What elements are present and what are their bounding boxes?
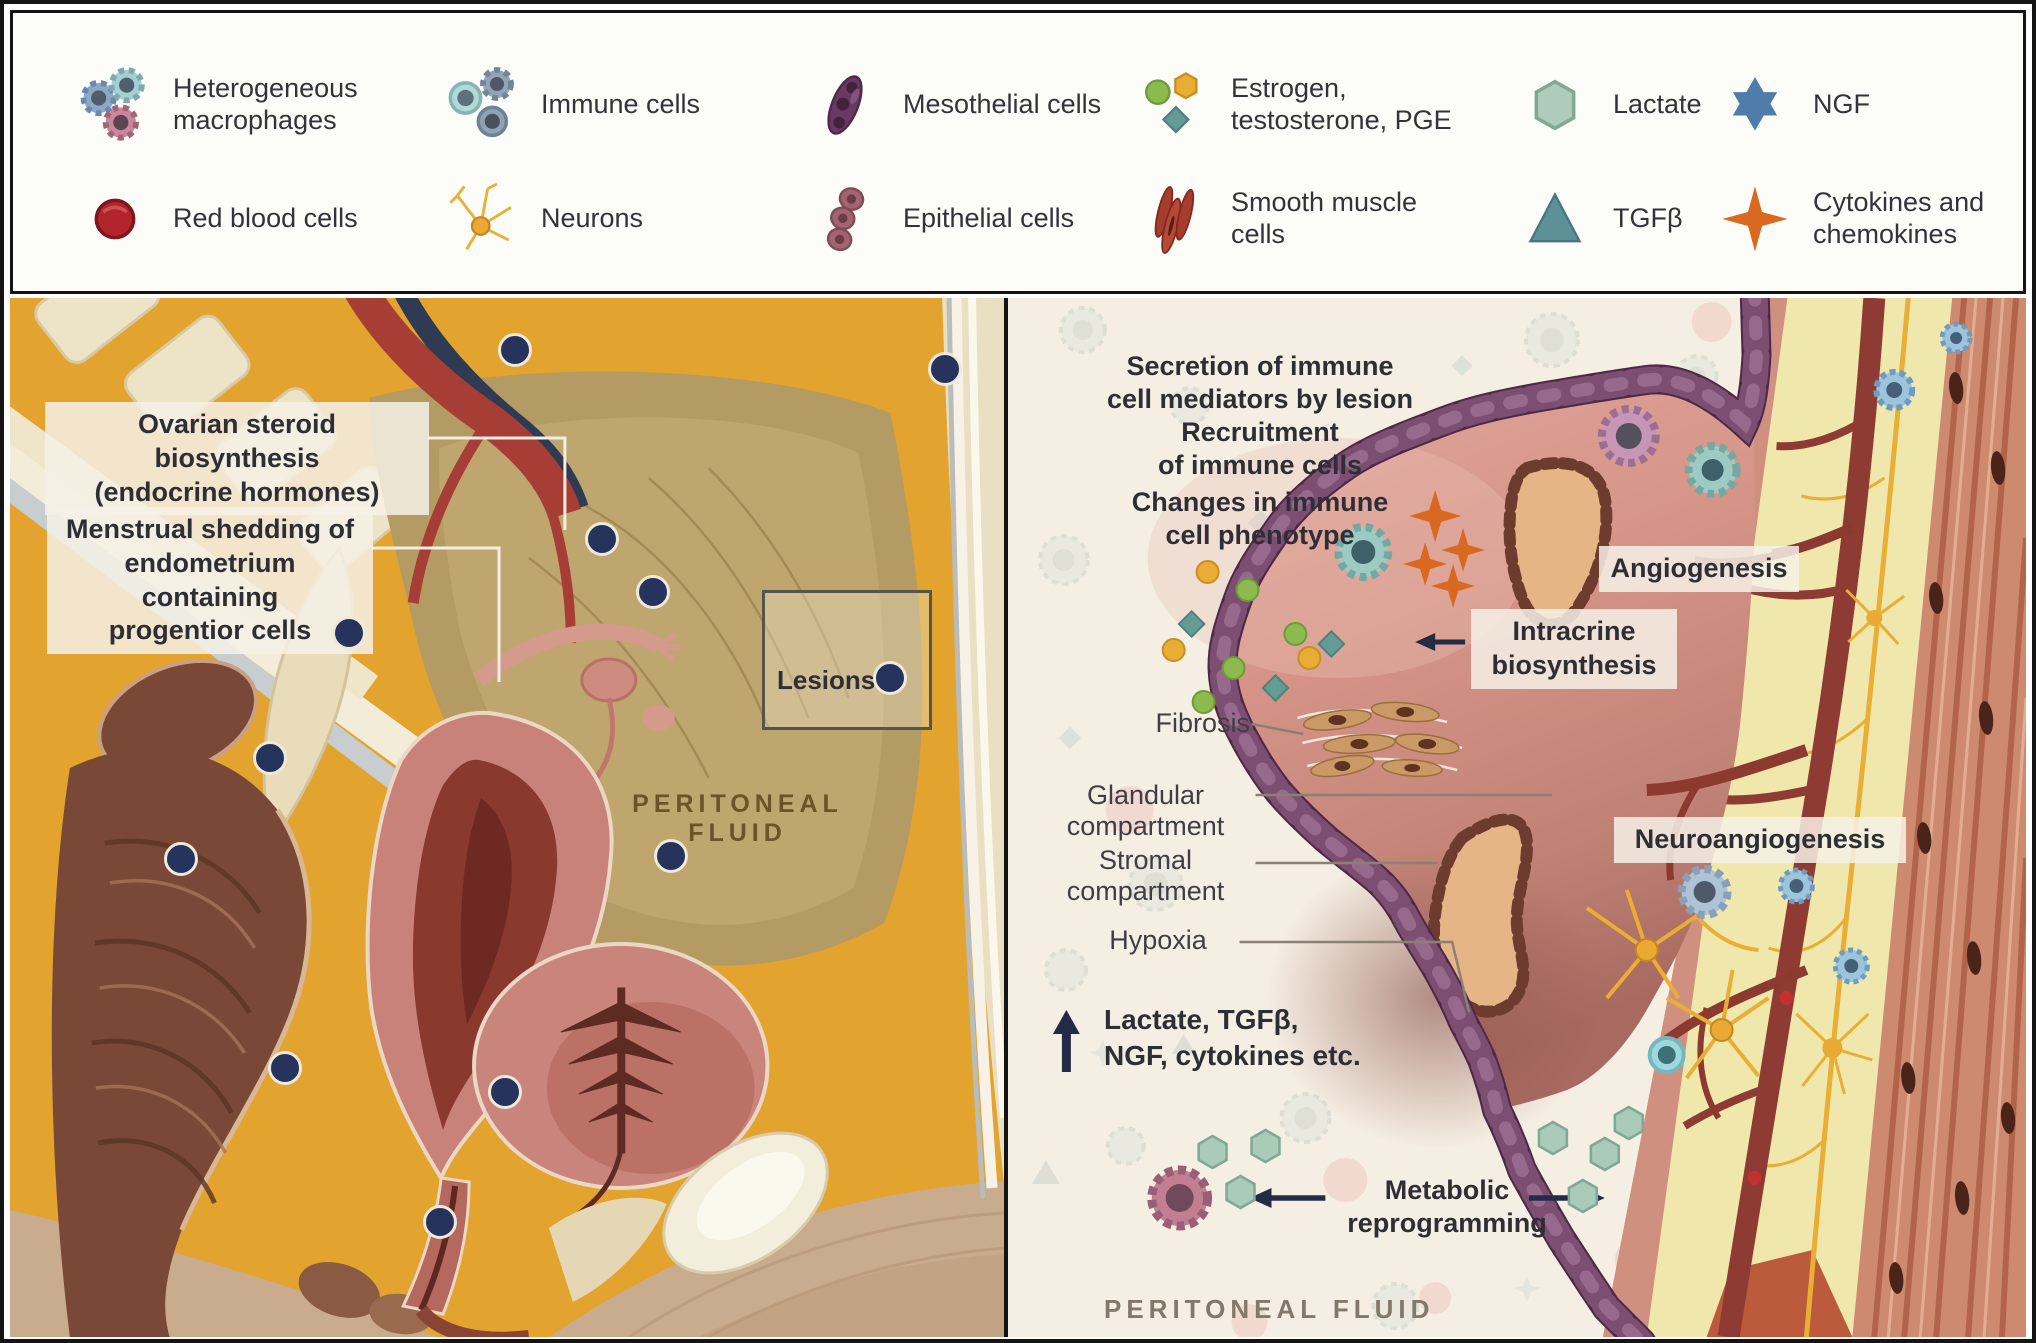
rectum-bowel [51,658,433,1337]
lesions-label: Lesions [777,665,876,695]
legend-label: Cytokines and chemokines [1813,187,1985,249]
tgf-beta-icon [1513,177,1597,261]
legend-item-cytokines-chemokines: Cytokines and chemokines [1713,163,2018,275]
lesions-callout-box: Lesions [762,590,932,730]
metabolic-cluster [1147,1105,1645,1231]
legend-label: Neurons [541,203,644,234]
peritoneal-fluid-label-right: PERITONEAL FLUID [1104,1294,1435,1324]
legend-label: Lactate [1613,89,1702,120]
neurons-icon [441,177,525,261]
legend-item-immune-cells: Immune cells [441,49,700,161]
red-blood-cells-icon [73,177,157,261]
peritoneal-fluid-label-left: PERITONEAL FLUID [632,790,843,847]
hypoxia-label: Hypoxia [1109,925,1207,955]
legend-item-neurons: Neurons [441,163,643,275]
legend-item-epithelial-cells: Epithelial cells [803,163,1074,275]
legend-item-mesothelial-cells: Mesothelial cells [803,49,1101,161]
bladder [472,942,770,1218]
legend-label: Immune cells [541,89,701,120]
cytokine-stars [1403,490,1486,608]
menstrual-shedding-label: Menstrual shedding of endometrium contai… [47,507,373,654]
wall-neurons [1795,588,1906,1095]
mesothelial-cells-icon [803,63,887,147]
legend-label: Heterogeneous macrophages [173,73,358,135]
ngf-icon [1713,63,1797,147]
legend-label: NGF [1813,89,1870,120]
changes-text: Changes in immune cell phenotype [1131,487,1389,550]
mesothelial-border [1207,298,1772,1337]
legend-label: Epithelial cells [903,203,1075,234]
legend-label: Estrogen, testosterone, PGE [1231,73,1452,135]
glandular-compartment-label: Glandular compartment [1066,780,1225,842]
uterus [365,710,614,1183]
legend-label: Mesothelial cells [903,89,1102,120]
intracrine-biosynthesis-label: Intracrine biosynthesis [1471,609,1677,689]
lesion-neurons [1585,889,1770,1080]
neuroangiogenesis-label: Neuroangiogenesis [1614,817,1906,863]
lactate-icon [1513,63,1597,147]
legend-label: Red blood cells [173,203,358,234]
fibrosis-cells [1297,701,1463,778]
smooth-muscle-cells-icon [1131,177,1215,261]
background-cells [1031,302,1732,1337]
ovarian-steroid-label: Ovarian steroid biosynthesis (endocrine … [45,402,429,516]
legend-box: Heterogeneous macrophages Immune cells [10,10,2026,294]
legend-item-red-blood-cells: Red blood cells [73,163,358,275]
secreted-factors-text: Lactate, TGFβ, NGF, cytokines etc. [1104,1004,1361,1072]
legend-label: Smooth muscle cells [1231,187,1418,249]
legend-item-ngf: NGF [1713,49,1870,161]
leader-lines [371,436,567,682]
hormone-dots [1161,560,1346,714]
annotation-leaders [1239,722,1552,1013]
legend-item-heterogeneous-macrophages: Heterogeneous macrophages [73,49,408,161]
recruitment-text: Recruitment of immune cells [1157,417,1363,480]
lesion-panel: Secretion of immune cell mediators by le… [1008,298,2026,1337]
immune-cells-art [1334,321,1973,1074]
epithelial-cells-icon [803,177,887,261]
panels-row: Ovarian steroid biosynthesis (endocrine … [10,298,2026,1337]
legend-item-smooth-muscle-cells: Smooth muscle cells [1131,163,1421,275]
metabolic-reprogramming-label: Metabolic reprogramming [1347,1175,1547,1238]
angiogenesis-label: Angiogenesis [1599,546,1799,592]
cytokines-chemokines-icon [1713,177,1797,261]
legend-item-lactate: Lactate [1513,49,1702,161]
fibrosis-label: Fibrosis [1155,708,1250,738]
immune-cells-icon [441,63,525,147]
estrogen-testosterone-pge-icon [1131,63,1215,147]
legend-item-tgf-beta: TGFβ [1513,163,1683,275]
legend-item-estrogen-testosterone-pge: Estrogen, testosterone, PGE [1131,49,1466,161]
secretion-text: Secretion of immune cell mediators by le… [1106,351,1414,414]
heterogeneous-macrophages-icon [73,63,157,147]
legend-label: TGFβ [1613,203,1683,234]
pubic-bone [548,1131,829,1302]
stromal-compartment-label: Stromal compartment [1066,845,1225,907]
pelvis-panel: Ovarian steroid biosynthesis (endocrine … [10,298,1004,1337]
lesion-art [1008,298,2026,1337]
